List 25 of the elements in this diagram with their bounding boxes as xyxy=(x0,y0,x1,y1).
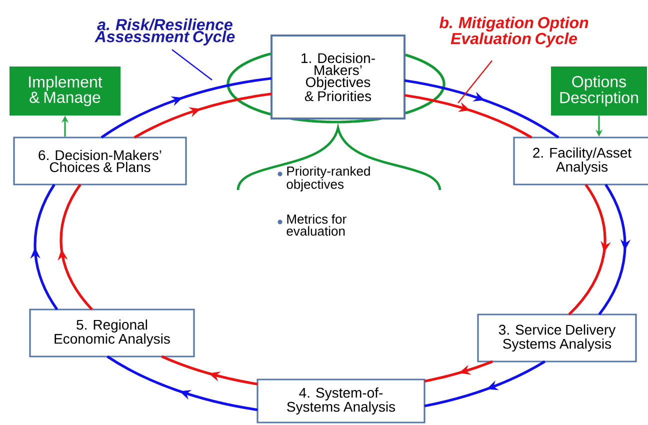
leader-line xyxy=(172,49,212,80)
cycle-arrow xyxy=(134,92,272,139)
process-box: 4. System-of- Systems Analysis xyxy=(256,378,426,424)
cycle-title: a. Risk/Resilience Assessment Cycle xyxy=(94,18,235,46)
process-box: 1. Decision-Makers’ Objectives & Priorities xyxy=(270,34,406,120)
action-box: Implement & Manage xyxy=(10,66,120,116)
process-box: 3. Service Delivery Systems Analysis xyxy=(477,314,637,362)
cycle-arrow xyxy=(106,355,258,412)
cycle-arrow xyxy=(424,360,493,383)
process-box: 5. Regional Economic Analysis xyxy=(29,308,195,358)
bullet-item: Metrics for evaluation xyxy=(278,214,346,236)
action-box: Options Description xyxy=(551,66,647,116)
cycle-arrow xyxy=(424,360,546,408)
cycle-arrow xyxy=(161,355,258,386)
cycle-arrow xyxy=(404,79,560,139)
process-box: 2. Facility/Asset Analysis xyxy=(513,136,648,186)
process-box: 6. Decision-Makers’ Choices & Plans xyxy=(13,136,187,186)
cycle-arrow xyxy=(100,77,272,139)
cycle-arrow xyxy=(30,184,58,310)
cycle-arrow xyxy=(58,184,93,310)
leader-line xyxy=(458,60,492,104)
cycle-arrow xyxy=(568,184,611,316)
cycle-arrow xyxy=(404,94,532,139)
cycle-title: b. Mitigation Option Evaluation Cycle xyxy=(439,16,588,48)
cycle-arrow xyxy=(598,184,631,316)
